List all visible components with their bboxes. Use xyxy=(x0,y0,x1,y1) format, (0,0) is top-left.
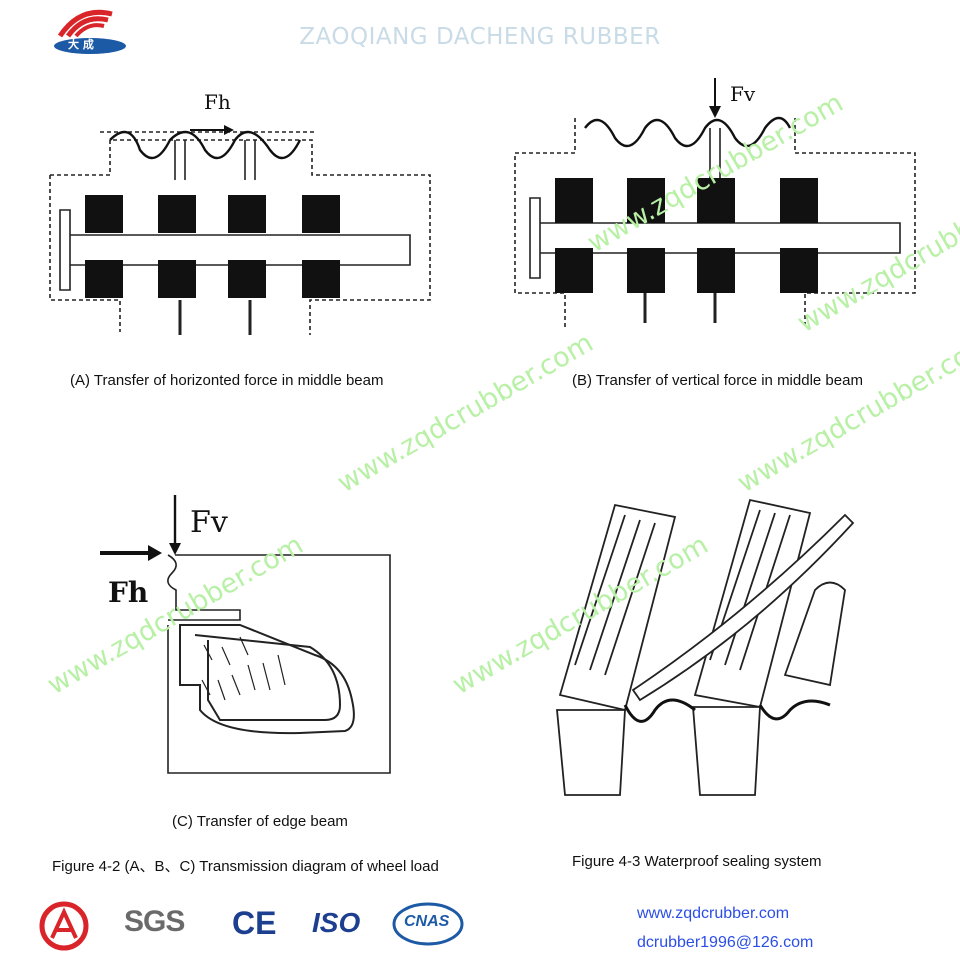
caption-figure-4-3: Figure 4-3 Waterproof sealing system xyxy=(572,853,822,870)
caption-figure-4-2: Figure 4-2 (A、B、C) Transmission diagram … xyxy=(52,858,439,875)
ce-badge: CE xyxy=(232,905,277,941)
caption-diagram-a: (A) Transfer of horizonted force in midd… xyxy=(70,372,384,389)
force-label-fh-a: Fh xyxy=(204,90,231,114)
diagram-a-horizontal-force xyxy=(49,125,431,335)
force-label-fv-c: Fv xyxy=(190,505,228,540)
company-logo-icon xyxy=(54,9,126,54)
force-label-fh-c: Fh xyxy=(108,576,149,609)
contact-website[interactable]: www.zqdcrubber.com xyxy=(637,905,790,922)
cnas-badge: CNAS xyxy=(404,913,450,930)
watermark: www.zqdcrubber.com xyxy=(732,327,960,499)
certification-red-logo-icon xyxy=(39,901,89,951)
waterproof-sealing-illustration xyxy=(556,498,855,796)
iso-badge: ISO xyxy=(312,907,361,938)
logo-chars: 大 成 xyxy=(68,38,94,51)
sgs-badge: SGS xyxy=(124,905,185,938)
caption-diagram-c: (C) Transfer of edge beam xyxy=(172,813,348,830)
contact-email[interactable]: dcrubber1996@126.com xyxy=(637,934,814,951)
diagram-b-vertical-force xyxy=(514,78,916,328)
watermark: www.zqdcrubber.com xyxy=(332,327,599,499)
force-label-fv-b: Fv xyxy=(730,82,756,106)
company-name: ZAOQIANG DACHENG RUBBER xyxy=(299,24,661,50)
diagram-c-edge-beam xyxy=(100,495,391,774)
caption-diagram-b: (B) Transfer of vertical force in middle… xyxy=(572,372,863,389)
cnas-logo-icon xyxy=(392,902,464,946)
